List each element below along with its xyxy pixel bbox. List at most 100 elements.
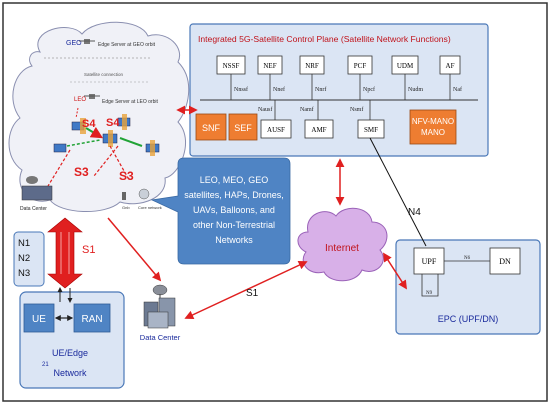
leo-label: LEO bbox=[74, 97, 86, 103]
satellite-icon bbox=[102, 130, 118, 147]
callout-line-3: UAVs, Balloons, and bbox=[193, 205, 275, 215]
iface-nausf: Nausf bbox=[258, 106, 272, 113]
n9-loop bbox=[421, 274, 439, 297]
internet-epc-link bbox=[383, 252, 407, 290]
svg-text:SEF: SEF bbox=[234, 123, 252, 133]
n-interfaces-box: N1 N2 N3 bbox=[13, 231, 45, 287]
ground-dish-icon bbox=[21, 176, 53, 201]
n2-label: N2 bbox=[18, 253, 30, 264]
leo-server-label: Edge Server at LEO orbit bbox=[102, 99, 158, 105]
satellite-icon bbox=[53, 143, 67, 153]
nf-nfv-mano: NFV-MANO MANO bbox=[409, 109, 457, 145]
svg-text:UDM: UDM bbox=[397, 62, 414, 70]
ue-edge-footnote: 21 bbox=[42, 362, 49, 368]
nf-smf: SMF bbox=[357, 119, 385, 139]
nf-pcf: PCF bbox=[347, 55, 373, 75]
datacenter-internet-link bbox=[184, 260, 308, 320]
s3-left-label: S3 bbox=[74, 165, 89, 179]
epc-panel: UPF DN N6 N9 EPC (UPF/DN) bbox=[395, 239, 541, 335]
ue-edge-panel: UE RAN UE/Edge Network 21 bbox=[19, 291, 125, 389]
iface-nudm: Nudm bbox=[408, 87, 423, 93]
epc-label: EPC (UPF/DN) bbox=[438, 314, 499, 324]
data-center-label: Data Center bbox=[140, 333, 181, 342]
cloud-data-center-label: Data Center bbox=[20, 206, 47, 212]
callout-line-1: LEO, MEO, GEO bbox=[200, 175, 269, 185]
nf-af: AF bbox=[439, 55, 461, 75]
ntn-callout: LEO, MEO, GEO satellites, HAPs, Drones, … bbox=[150, 157, 291, 265]
ground-station-icon bbox=[122, 188, 150, 200]
nf-nssf: NSSF bbox=[216, 55, 246, 75]
svg-text:MANO: MANO bbox=[421, 128, 445, 137]
nf-amf: AMF bbox=[304, 119, 334, 139]
ue-box bbox=[23, 303, 55, 333]
satellite-icon bbox=[117, 114, 131, 130]
nf-udm: UDM bbox=[391, 55, 419, 75]
n1-label: N1 bbox=[18, 238, 30, 249]
s1-vertical-label: S1 bbox=[82, 244, 95, 256]
svg-text:NSSF: NSSF bbox=[223, 62, 240, 70]
nf-ausf: AUSF bbox=[260, 119, 292, 139]
svg-text:PCF: PCF bbox=[354, 62, 367, 70]
satellite-icon bbox=[145, 140, 160, 156]
callout-line-4: other Non-Terrestrial bbox=[193, 220, 275, 230]
s4-right-label: S4 bbox=[106, 117, 120, 129]
nf-snf: SNF bbox=[195, 113, 227, 141]
leo-satellite-icon bbox=[84, 94, 100, 99]
iface-nnssf: Nnssf bbox=[234, 86, 248, 93]
geo-server-label: Edge Server at GEO orbit bbox=[98, 42, 156, 48]
svg-text:AF: AF bbox=[446, 62, 455, 70]
ran-box bbox=[73, 303, 111, 333]
cloud-datacenter-link bbox=[107, 217, 162, 282]
s3-right-label: S3 bbox=[119, 169, 134, 183]
satellite-cloud: GEO Edge Server at GEO orbit Satellite c… bbox=[8, 21, 190, 212]
ground-b-label: Core network bbox=[138, 205, 162, 210]
callout-line-5: Networks bbox=[215, 235, 253, 245]
callout-line-2: satellites, HAPs, Drones, bbox=[184, 190, 284, 200]
geo-label: GEO bbox=[66, 40, 82, 47]
iface-namf: Namf bbox=[300, 106, 314, 113]
iface-naf: Naf bbox=[453, 86, 462, 93]
upf-label: UPF bbox=[422, 257, 437, 266]
s1-vertical-arrow bbox=[47, 217, 83, 289]
svg-text:AUSF: AUSF bbox=[267, 126, 285, 134]
internet-cloud: Internet bbox=[297, 207, 388, 282]
iface-nsmf: Nsmf bbox=[350, 106, 363, 113]
svg-text:NEF: NEF bbox=[263, 62, 276, 70]
iface-nnrf: Nnrf bbox=[315, 86, 326, 93]
ue-edge-label-1: UE/Edge bbox=[52, 348, 88, 358]
data-center-icon bbox=[143, 284, 176, 329]
svg-text:SMF: SMF bbox=[364, 126, 378, 134]
satellite-link-label: Satellite connection bbox=[84, 72, 124, 77]
nf-nrf: NRF bbox=[299, 55, 325, 75]
nf-nef: NEF bbox=[257, 55, 283, 75]
ue-label: UE bbox=[32, 314, 46, 325]
iface-nnef: Nnef bbox=[273, 86, 285, 93]
ue-edge-label-2: Network bbox=[53, 368, 87, 378]
n6-label: N6 bbox=[464, 256, 471, 261]
geo-satellite-icon bbox=[79, 39, 95, 44]
dn-box bbox=[489, 247, 521, 275]
control-plane-panel: Integrated 5G-Satellite Control Plane (S… bbox=[189, 23, 489, 157]
dn-label: DN bbox=[499, 257, 511, 266]
svg-text:SNF: SNF bbox=[202, 123, 221, 133]
internet-label: Internet bbox=[325, 243, 359, 254]
svg-text:NRF: NRF bbox=[305, 62, 319, 70]
n9-label: N9 bbox=[426, 291, 433, 296]
upf-box bbox=[413, 247, 445, 275]
iface-npcf: Npcf bbox=[363, 86, 375, 93]
control-plane-title: Integrated 5G-Satellite Control Plane (S… bbox=[198, 34, 451, 44]
n4-link bbox=[369, 137, 427, 247]
s4-left-label: S4 bbox=[82, 118, 96, 130]
n3-label: N3 bbox=[18, 268, 30, 279]
ground-a-label: Gnb bbox=[122, 205, 130, 210]
svg-text:AMF: AMF bbox=[311, 126, 326, 134]
svg-text:NFV-MANO: NFV-MANO bbox=[412, 117, 454, 126]
satellite-icon bbox=[71, 118, 86, 134]
nf-sef: SEF bbox=[228, 113, 258, 141]
n4-label: N4 bbox=[408, 207, 421, 218]
ran-label: RAN bbox=[81, 314, 102, 325]
s1-internet-label: S1 bbox=[246, 288, 259, 299]
